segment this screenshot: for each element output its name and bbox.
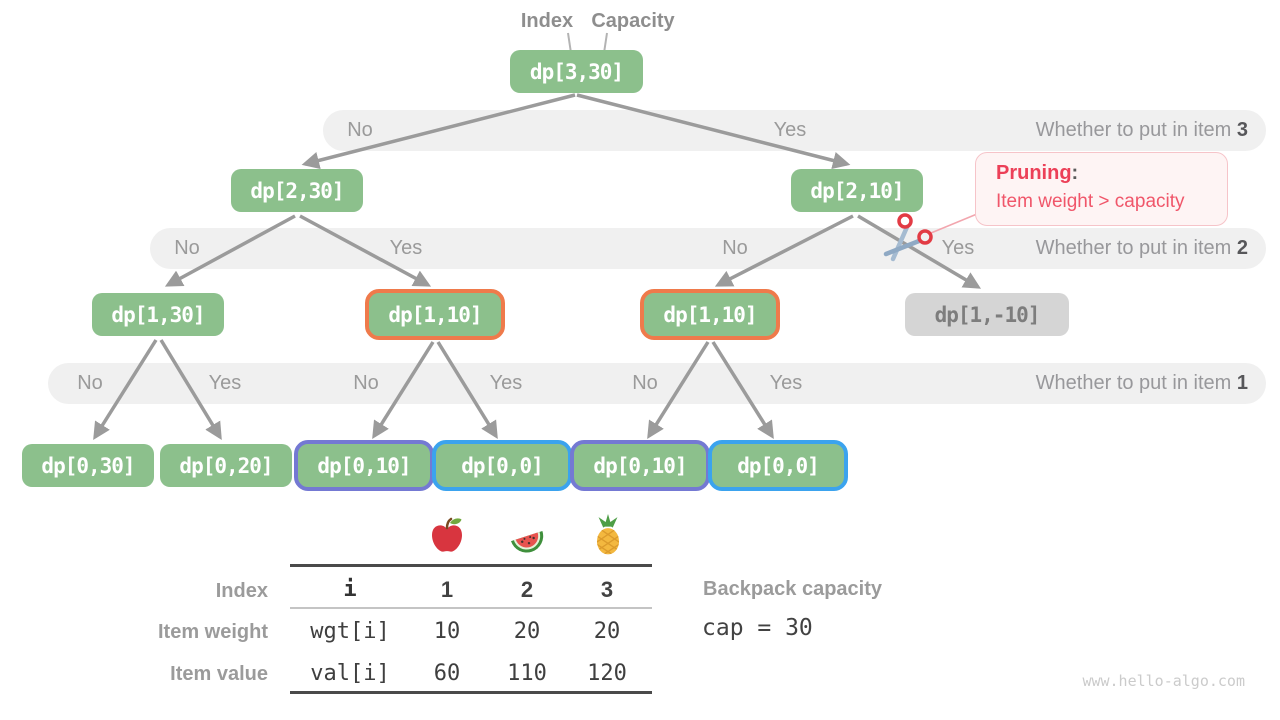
cell-index-1: 1: [440, 577, 454, 602]
node-dp-0-0-right: dp[0,0]: [708, 440, 848, 491]
band2-yes2-label: Yes: [941, 237, 975, 259]
band2-yes1-label: Yes: [389, 237, 423, 259]
row-label-index: Index: [215, 580, 268, 602]
node-dp-0-0-left: dp[0,0]: [432, 440, 572, 491]
backpack-capacity-label: Backpack capacity: [703, 578, 883, 600]
band3-yes-label: Yes: [773, 119, 807, 141]
band3-no-label: No: [347, 119, 373, 141]
cell-weight-2: 20: [513, 619, 541, 644]
pruning-callout: Pruning: Item weight > capacity: [975, 152, 1228, 226]
band1-yes1-label: Yes: [208, 372, 242, 394]
node-dp-0-10-left: dp[0,10]: [294, 440, 434, 491]
cell-weight-1: 10: [433, 619, 461, 644]
node-dp-0-10-right: dp[0,10]: [570, 440, 710, 491]
capacity-pointer-label: Capacity: [591, 10, 675, 32]
watermelon-icon: [507, 517, 547, 562]
band1-no3-label: No: [632, 372, 658, 394]
node-dp-0-20: dp[0,20]: [160, 444, 292, 487]
decision-band-item-3: No Yes Whether to put in item 3: [323, 110, 1266, 151]
apple-icon: [427, 515, 467, 560]
cell-index-var: i: [343, 577, 357, 602]
index-pointer-label: Index: [520, 10, 574, 32]
node-dp-3-30: dp[3,30]: [510, 50, 643, 93]
cell-index-3: 3: [600, 577, 614, 602]
row-label-value: Item value: [170, 663, 268, 685]
decision-band-item-1: No Yes No Yes No Yes Whether to put in i…: [48, 363, 1266, 404]
cell-weight-var: wgt[i]: [310, 619, 390, 644]
pineapple-icon: [587, 514, 629, 561]
band2-no2-label: No: [722, 237, 748, 259]
band1-no2-label: No: [353, 372, 379, 394]
backpack-capacity-value: cap = 30: [702, 615, 813, 641]
node-dp-1-10-right: dp[1,10]: [640, 289, 780, 340]
band2-question: Whether to put in item 2: [1035, 237, 1248, 259]
node-dp-0-30: dp[0,30]: [22, 444, 154, 487]
band1-yes2-label: Yes: [489, 372, 523, 394]
decision-band-item-2: No Yes No Yes Whether to put in item 2: [150, 228, 1266, 269]
node-dp-1-neg10-pruned: dp[1,-10]: [905, 293, 1069, 336]
node-dp-2-30: dp[2,30]: [231, 169, 363, 212]
table-mid-rule: [290, 607, 652, 609]
cell-value-2: 110: [507, 661, 547, 686]
cell-index-2: 2: [520, 577, 534, 602]
node-dp-2-10: dp[2,10]: [791, 169, 923, 212]
cell-value-var: val[i]: [310, 661, 390, 686]
table-bottom-rule: [290, 691, 652, 694]
band3-question: Whether to put in item 3: [1035, 119, 1248, 141]
band1-question: Whether to put in item 1: [1035, 372, 1248, 394]
band1-yes3-label: Yes: [769, 372, 803, 394]
node-dp-1-30: dp[1,30]: [92, 293, 224, 336]
cell-value-3: 120: [587, 661, 627, 686]
pruning-text: Item weight > capacity: [996, 191, 1185, 212]
watermark: www.hello-algo.com: [1082, 672, 1245, 690]
cell-value-1: 60: [433, 661, 461, 686]
table-top-rule: [290, 564, 652, 567]
node-dp-1-10-left: dp[1,10]: [365, 289, 505, 340]
band1-no1-label: No: [77, 372, 103, 394]
band2-no1-label: No: [174, 237, 200, 259]
pruning-title: Pruning:: [996, 162, 1079, 184]
row-label-weight: Item weight: [157, 621, 268, 643]
cell-weight-3: 20: [593, 619, 621, 644]
